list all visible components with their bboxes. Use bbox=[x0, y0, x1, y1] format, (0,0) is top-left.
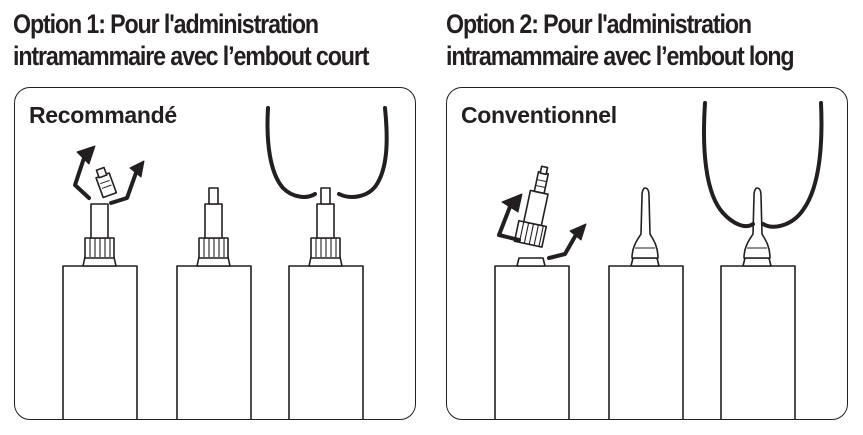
short-tip bbox=[208, 187, 219, 205]
option-2-illustration bbox=[494, 101, 824, 419]
option-1-illustration bbox=[62, 106, 389, 419]
option-2-title-line-1: Option 2: Pour l'administration bbox=[446, 9, 752, 39]
tube-body bbox=[608, 265, 684, 419]
option-1-title: Option 1: Pour l'administration intramam… bbox=[13, 8, 370, 72]
option-1-title-line-2: intramammaire avec l’embout court bbox=[13, 41, 370, 71]
rotate-arrow-icon bbox=[73, 153, 139, 205]
long-tip bbox=[631, 187, 659, 259]
udder-teat-icon bbox=[265, 106, 389, 199]
tube-2-short-tip bbox=[176, 187, 252, 419]
short-tip-cap bbox=[95, 166, 118, 199]
tube-body bbox=[62, 265, 138, 419]
option-1-label: Recommandé bbox=[29, 102, 177, 128]
udder-teat-icon bbox=[702, 101, 824, 229]
tube-1-cap-removal bbox=[62, 145, 145, 419]
tube-body bbox=[288, 265, 364, 419]
tube-body bbox=[494, 265, 570, 419]
tube-2-long-tip bbox=[608, 187, 684, 419]
full-cap bbox=[513, 165, 550, 248]
option-2-panel: Conventionnel bbox=[446, 87, 848, 420]
option-2-label: Conventionnel bbox=[461, 102, 617, 128]
tube-body bbox=[176, 265, 252, 419]
rotate-arrow-icon bbox=[497, 202, 579, 260]
tube-nozzle-base bbox=[90, 203, 109, 239]
option-1-title-line-1: Option 1: Pour l'administration bbox=[13, 9, 319, 39]
option-2-title: Option 2: Pour l'administration intramam… bbox=[446, 8, 795, 72]
tube-3-insertion bbox=[265, 106, 389, 419]
tube-body bbox=[720, 265, 796, 419]
option-2-title-line-2: intramammaire avec l’embout long bbox=[446, 41, 795, 71]
option-1-panel: Recommandé bbox=[14, 87, 416, 420]
tube-3-insertion bbox=[702, 101, 824, 419]
tube-1-full-cap-removal bbox=[494, 165, 587, 419]
